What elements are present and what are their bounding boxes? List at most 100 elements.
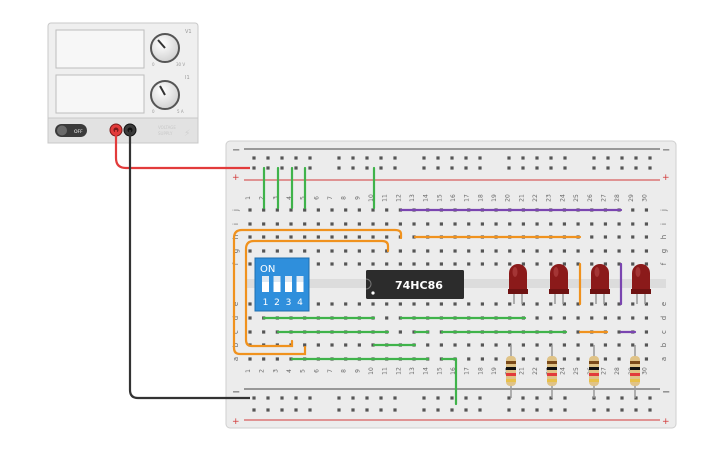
breadboard-hole[interactable]: [521, 357, 525, 361]
breadboard-hole[interactable]: [344, 249, 348, 253]
rail-hole[interactable]: [252, 166, 256, 170]
breadboard-hole[interactable]: [494, 262, 498, 266]
breadboard-hole[interactable]: [576, 316, 580, 320]
rail-hole[interactable]: [620, 166, 624, 170]
breadboard-hole[interactable]: [631, 235, 635, 239]
breadboard-hole[interactable]: [590, 262, 594, 266]
rail-hole[interactable]: [450, 408, 454, 412]
breadboard-hole[interactable]: [603, 357, 608, 361]
breadboard-hole[interactable]: [439, 222, 443, 226]
rail-hole[interactable]: [280, 156, 284, 160]
breadboard-hole[interactable]: [344, 222, 348, 226]
breadboard-hole[interactable]: [603, 302, 608, 306]
rail-hole[interactable]: [478, 156, 482, 160]
breadboard-hole[interactable]: [535, 249, 539, 253]
rail-hole[interactable]: [606, 396, 610, 400]
breadboard-hole[interactable]: [357, 222, 361, 226]
rail-hole[interactable]: [365, 156, 369, 160]
breadboard-hole[interactable]: [617, 357, 621, 361]
breadboard-hole[interactable]: [303, 222, 307, 226]
breadboard-hole[interactable]: [590, 316, 594, 320]
rail-hole[interactable]: [507, 396, 511, 400]
breadboard-hole[interactable]: [631, 343, 635, 347]
breadboard-hole[interactable]: [439, 343, 443, 347]
breadboard-hole[interactable]: [562, 262, 567, 266]
breadboard-hole[interactable]: [631, 302, 635, 306]
rail-hole[interactable]: [535, 166, 539, 170]
negative-terminal[interactable]: [123, 123, 137, 137]
breadboard-hole[interactable]: [289, 235, 293, 239]
breadboard-hole[interactable]: [590, 235, 594, 239]
rail-hole[interactable]: [365, 396, 369, 400]
breadboard-hole[interactable]: [576, 330, 580, 334]
dip-toggle[interactable]: [296, 276, 304, 292]
red-led[interactable]: [549, 264, 569, 304]
breadboard-hole[interactable]: [262, 249, 266, 253]
dip-toggle[interactable]: [262, 276, 269, 292]
breadboard-hole[interactable]: [248, 302, 252, 306]
orange-wire[interactable]: [232, 228, 403, 356]
rail-hole[interactable]: [450, 166, 454, 170]
breadboard-hole[interactable]: [330, 222, 334, 226]
rail-hole[interactable]: [464, 408, 468, 412]
rail-hole[interactable]: [436, 396, 440, 400]
breadboard-hole[interactable]: [576, 302, 580, 306]
breadboard-hole[interactable]: [549, 222, 553, 226]
breadboard-hole[interactable]: [316, 343, 320, 347]
breadboard-hole[interactable]: [644, 357, 649, 361]
breadboard-hole[interactable]: [371, 208, 375, 212]
rail-hole[interactable]: [464, 396, 468, 400]
breadboard-hole[interactable]: [412, 249, 416, 253]
rail-hole[interactable]: [266, 166, 270, 170]
breadboard-hole[interactable]: [576, 222, 580, 226]
breadboard-hole[interactable]: [617, 316, 621, 320]
breadboard-hole[interactable]: [590, 343, 594, 347]
breadboard-hole[interactable]: [371, 222, 375, 226]
red-led[interactable]: [508, 264, 528, 304]
breadboard-hole[interactable]: [467, 343, 471, 347]
breadboard-hole[interactable]: [535, 262, 539, 266]
current-knob[interactable]: [150, 80, 180, 110]
breadboard-hole[interactable]: [631, 262, 635, 266]
breadboard-hole[interactable]: [453, 249, 457, 253]
breadboard-hole[interactable]: [385, 208, 389, 212]
breadboard-hole[interactable]: [330, 235, 334, 239]
breadboard-hole[interactable]: [385, 235, 389, 239]
breadboard-hole[interactable]: [330, 208, 334, 212]
dip-toggle[interactable]: [273, 276, 281, 292]
breadboard-hole[interactable]: [357, 249, 361, 253]
breadboard-hole[interactable]: [262, 208, 266, 212]
red-led[interactable]: [631, 264, 651, 304]
breadboard-hole[interactable]: [535, 302, 539, 306]
rail-hole[interactable]: [351, 166, 355, 170]
rail-hole[interactable]: [592, 156, 596, 160]
rail-hole[interactable]: [478, 408, 482, 412]
breadboard-hole[interactable]: [248, 316, 252, 320]
breadboard-hole[interactable]: [631, 208, 635, 212]
rail-hole[interactable]: [478, 396, 482, 400]
breadboard-hole[interactable]: [357, 208, 361, 212]
breadboard-hole[interactable]: [467, 357, 471, 361]
breadboard-hole[interactable]: [644, 208, 649, 212]
breadboard-hole[interactable]: [248, 235, 252, 239]
breadboard-hole[interactable]: [303, 343, 307, 347]
rail-hole[interactable]: [634, 156, 638, 160]
resistor-group[interactable]: [506, 345, 640, 398]
resistor[interactable]: [547, 345, 557, 398]
breadboard-hole[interactable]: [316, 222, 320, 226]
rail-hole[interactable]: [592, 408, 596, 412]
breadboard-hole[interactable]: [644, 235, 649, 239]
breadboard-hole[interactable]: [412, 262, 416, 266]
breadboard-hole[interactable]: [275, 357, 279, 361]
breadboard-hole[interactable]: [371, 302, 375, 306]
breadboard-hole[interactable]: [480, 343, 484, 347]
breadboard-hole[interactable]: [576, 343, 580, 347]
breadboard-hole[interactable]: [398, 302, 402, 306]
rail-hole[interactable]: [337, 156, 341, 160]
breadboard-hole[interactable]: [644, 222, 649, 226]
breadboard-hole[interactable]: [603, 262, 608, 266]
breadboard-hole[interactable]: [508, 222, 512, 226]
breadboard-hole[interactable]: [439, 302, 443, 306]
breadboard-hole[interactable]: [357, 302, 361, 306]
rail-hole[interactable]: [549, 166, 553, 170]
